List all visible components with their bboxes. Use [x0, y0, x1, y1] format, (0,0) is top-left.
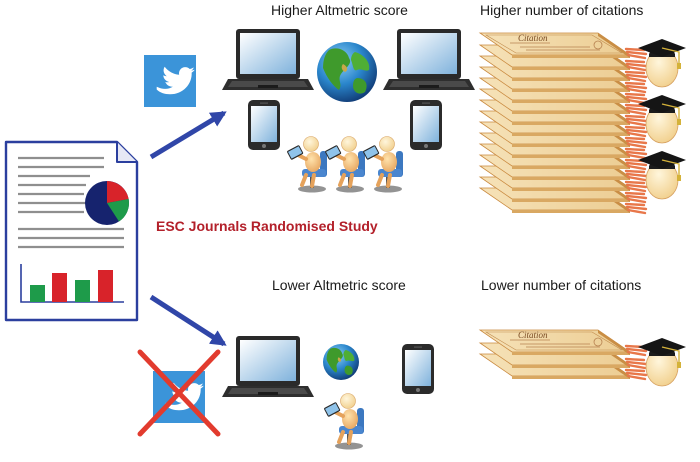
citation-certificate-icon: Citation — [478, 31, 648, 215]
reader-figure-icon — [321, 391, 366, 452]
pie-chart-icon — [85, 181, 129, 225]
arrow-to-higher — [149, 110, 227, 160]
twitter-bird-icon — [144, 55, 196, 107]
tablet-icon — [248, 100, 280, 150]
certificate-title: Citation — [518, 330, 548, 340]
globe-icon — [317, 42, 377, 102]
globe-icon — [323, 344, 359, 380]
laptop-icon — [383, 29, 475, 90]
reader-figure-icon — [322, 134, 367, 195]
paper-document-icon — [4, 140, 139, 322]
bar-chart-icon — [20, 264, 124, 303]
tablet-icon — [410, 100, 442, 150]
laptop-icon — [222, 336, 314, 397]
citation-certificate-icon: Citation — [478, 328, 648, 381]
reader-figure-icon — [284, 134, 329, 195]
laptop-icon — [222, 29, 314, 90]
arrow-to-lower — [149, 294, 227, 347]
lower-altmetric-label: Lower Altmetric score — [272, 277, 406, 293]
crossed-out-twitter-icon — [137, 349, 221, 437]
lower-citations-label: Lower number of citations — [481, 277, 642, 293]
reader-figure-icon — [360, 134, 405, 195]
tablet-icon — [402, 344, 434, 394]
higher-citations-label: Higher number of citations — [480, 2, 644, 18]
higher-altmetric-label: Higher Altmetric score — [271, 2, 408, 18]
certificate-title: Citation — [518, 33, 548, 43]
graduate-head-icon — [637, 38, 687, 88]
study-title: ESC Journals Randomised Study — [156, 218, 378, 234]
